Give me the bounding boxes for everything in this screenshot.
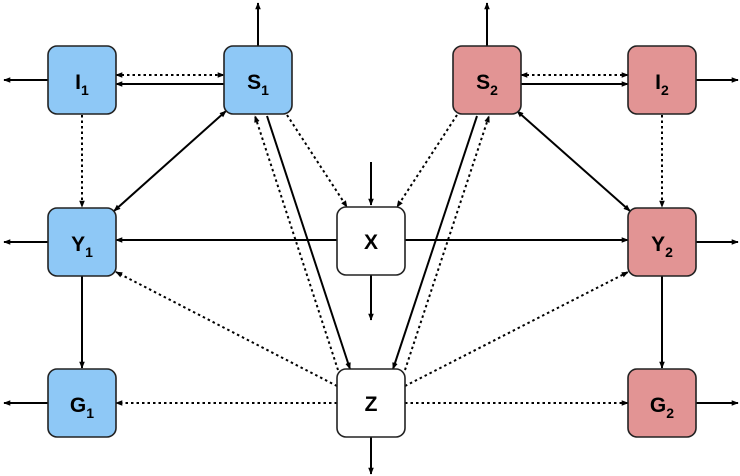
edge-s2-z [392,115,478,370]
nodes: I1 S1 S2 I2 Y1 X Y2 [47,45,697,438]
edge-s2-y2 [516,110,631,212]
node-y1-label: Y1 [71,233,93,260]
node-g1-label: G1 [70,394,94,421]
node-x-label: X [364,231,378,254]
node-x-box [336,206,406,276]
node-g1-box [47,368,117,438]
node-i2-sub: 2 [661,82,669,98]
node-y2-label: Y2 [651,233,673,260]
node-i1: I1 [47,45,117,115]
node-g1: G1 [47,368,117,438]
node-g2-main: G [650,394,666,417]
node-i2-label: I2 [655,71,669,98]
node-y2-main: Y [651,233,665,256]
edge-z-s2-dotted [404,115,490,371]
node-s1-main: S [247,71,261,94]
edges [3,2,739,475]
node-s1-sub: 1 [261,82,269,98]
edge-s2-x [396,114,458,208]
node-y1-main: Y [71,233,85,256]
node-s1: S1 [223,45,293,115]
node-s1-label: S1 [247,71,269,98]
node-g2-box [627,368,697,438]
node-i2-box [627,45,697,115]
edge-s1-y1 [113,110,227,212]
node-y2: Y2 [627,207,697,277]
node-i1-main: I [75,71,81,94]
edge-z-y2 [404,271,629,387]
node-y1: Y1 [47,207,117,277]
edge-s1-x [286,114,348,208]
edge-z-y1 [115,271,338,387]
node-s2: S2 [452,45,522,115]
node-i2: I2 [627,45,697,115]
edge-s1-z [266,115,351,370]
node-y1-box [47,207,117,277]
node-i2-main: I [655,71,661,94]
node-g2: G2 [627,368,697,438]
node-s2-main: S [476,71,490,94]
node-i1-label: I1 [75,71,89,98]
node-s2-box [452,45,522,115]
node-z-box [336,368,406,438]
node-s2-label: S2 [476,71,498,98]
node-x: X [336,206,406,276]
node-g2-label: G2 [650,394,674,421]
node-i1-sub: 1 [81,82,89,98]
node-i1-box [47,45,117,115]
node-y2-sub: 2 [665,244,673,260]
edge-z-s1-dotted [254,115,339,371]
node-g2-sub: 2 [666,405,674,421]
node-y2-box [627,207,697,277]
node-z: Z [336,368,406,438]
node-y1-sub: 1 [85,244,93,260]
node-s1-box [223,45,293,115]
node-z-label: Z [365,393,378,416]
node-s2-sub: 2 [490,82,498,98]
node-g1-main: G [70,394,86,417]
node-g1-sub: 1 [86,405,94,421]
